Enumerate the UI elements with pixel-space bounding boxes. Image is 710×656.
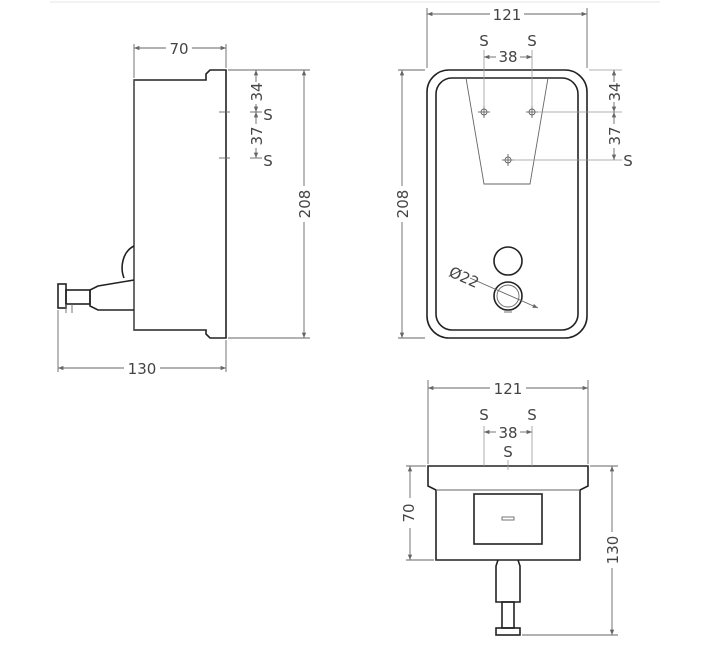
bottom-screw-label-center: S [503,443,513,461]
side-dim-hole-top: 34 [248,82,266,101]
bottom-view: 121 S S 38 S 70 130 [400,380,622,636]
side-dim-depth: 130 [128,360,157,378]
front-dim-hole-top: 34 [606,82,624,101]
front-body-outer [426,69,588,339]
front-wall-bracket [465,77,549,185]
front-screw-label-top-right: S [527,32,537,50]
side-dim-width: 70 [169,40,188,58]
side-view: 70 208 34 37 S S 130 [57,40,314,378]
front-body-inner [435,77,579,331]
bottom-screw-label-right: S [527,406,537,424]
bottom-dim-hole-spacing: 38 [498,424,517,442]
side-pump-nozzle [57,279,135,313]
side-body-outline [133,69,227,339]
side-screw-label-1: S [263,106,273,124]
side-dim-hole-spacing: 37 [248,126,266,145]
side-screw-label-2: S [263,152,273,170]
front-dim-button: Ø22 [446,263,482,292]
front-screw-holes [478,106,538,166]
front-dim-width: 121 [493,6,522,24]
front-screw-label-side: S [623,152,633,170]
bottom-dim-total-depth: 130 [604,536,622,565]
front-screw-label-top-left: S [479,32,489,50]
front-level-window [493,246,523,276]
front-view: Ø22 121 S S 38 208 34 37 S [394,6,633,339]
bottom-dim-width: 121 [494,380,523,398]
front-dim-hole-spacing: 38 [498,48,517,66]
front-dim-height: 208 [394,190,412,219]
bottom-body-outline [427,465,589,561]
side-dim-height: 208 [296,190,314,219]
front-push-button [493,281,523,311]
side-bulge [121,245,135,279]
bottom-screw-label-left: S [479,406,489,424]
bottom-dim-window-height: 70 [400,503,418,522]
front-dim-hole-vertical: 37 [606,126,624,145]
bottom-window [473,493,543,545]
bottom-pump-nozzle [495,559,521,636]
